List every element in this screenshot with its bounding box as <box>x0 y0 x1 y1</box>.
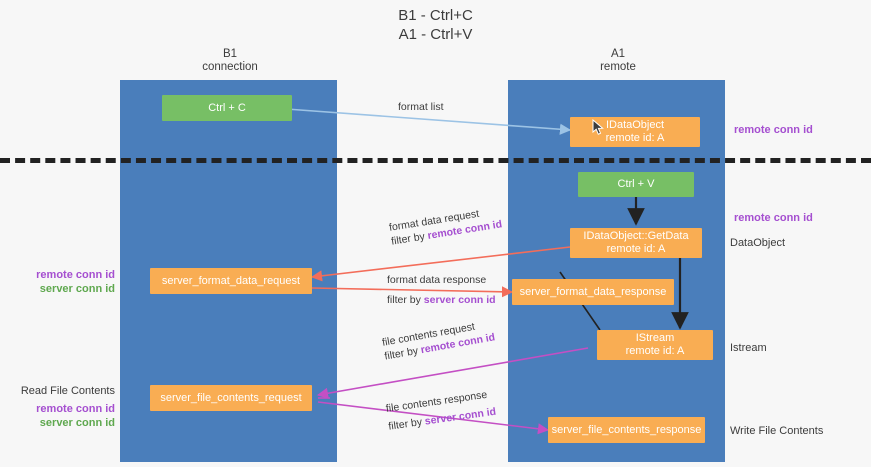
node-server-file-contents-response[interactable]: server_file_contents_response <box>548 417 705 443</box>
annotation-left-remote-conn-id-2: remote conn id <box>36 403 115 415</box>
edge-label-format-data-response-line2: filter by server conn id <box>387 293 496 307</box>
node-istream-line1: IStream <box>635 332 675 344</box>
annotation-left-server-conn-id: server conn id <box>39 283 115 295</box>
filter-prefix: filter by <box>387 294 424 306</box>
node-server-format-data-response-label: server_format_data_response <box>519 285 667 298</box>
column-header-b1-sub: connection <box>202 61 258 73</box>
edge-label-file-contents-response: file contents response filter by server … <box>385 387 497 434</box>
column-header-a1-name: A1 <box>610 48 626 60</box>
edge-label-format-data-response-line1: format data response <box>387 274 487 286</box>
edge-label-format-data-response: format data response filter by server co… <box>387 273 496 307</box>
column-header-a1: A1 remote <box>543 48 693 74</box>
node-server-format-data-response[interactable]: server_format_data_response <box>512 279 674 305</box>
annotation-remote-conn-id-mid: remote conn id <box>734 212 813 224</box>
node-idataobject-getdata[interactable]: IDataObject::GetData remote id: A <box>570 228 702 258</box>
section-divider <box>0 158 871 163</box>
column-header-b1: B1 connection <box>155 48 305 74</box>
node-server-file-contents-request[interactable]: server_file_contents_request <box>150 385 312 411</box>
annotation-left-server-conn-id-2: server conn id <box>39 417 115 429</box>
annotation-remote-conn-id-top: remote conn id <box>734 124 813 136</box>
node-server-format-data-request[interactable]: server_format_data_request <box>150 268 312 294</box>
node-server-file-contents-request-label: server_file_contents_request <box>160 391 302 404</box>
filter-prefix: filter by <box>387 415 426 433</box>
edge-label-file-contents-request: file contents request filter by remote c… <box>381 317 496 364</box>
page-title: B1 - Ctrl+C A1 - Ctrl+V <box>398 7 473 43</box>
node-ctrl-c-label: Ctrl + C <box>208 101 246 114</box>
node-ctrl-v[interactable]: Ctrl + V <box>578 172 694 197</box>
column-header-b1-name: B1 <box>222 48 238 60</box>
node-idataobject-getdata-line2: remote id: A <box>606 243 666 255</box>
column-header-a1-sub: remote <box>600 61 636 73</box>
node-idataobject-line1: IDataObject <box>605 119 665 131</box>
node-istream[interactable]: IStream remote id: A <box>597 330 713 360</box>
filter-key-server-conn-id: server conn id <box>423 294 496 306</box>
node-idataobject[interactable]: IDataObject remote id: A <box>570 117 700 147</box>
node-ctrl-v-label: Ctrl + V <box>617 178 655 190</box>
annotation-dataobject: DataObject <box>730 237 786 249</box>
node-idataobject-line2: remote id: A <box>605 132 665 144</box>
node-idataobject-getdata-line1: IDataObject::GetData <box>583 230 689 242</box>
edge-label-format-list: format list <box>398 101 444 113</box>
node-ctrl-c[interactable]: Ctrl + C <box>162 95 292 121</box>
annotation-write-file-contents: Write File Contents <box>730 425 824 437</box>
node-server-format-data-request-label: server_format_data_request <box>161 274 301 287</box>
node-server-file-contents-response-label: server_file_contents_response <box>551 423 702 436</box>
edge-label-format-data-request: format data request filter by remote con… <box>388 203 503 248</box>
annotation-read-file-contents: Read File Contents <box>20 385 115 397</box>
annotation-left-remote-conn-id: remote conn id <box>36 269 115 281</box>
node-istream-line2: remote id: A <box>625 345 685 357</box>
annotation-istream: Istream <box>730 342 767 354</box>
